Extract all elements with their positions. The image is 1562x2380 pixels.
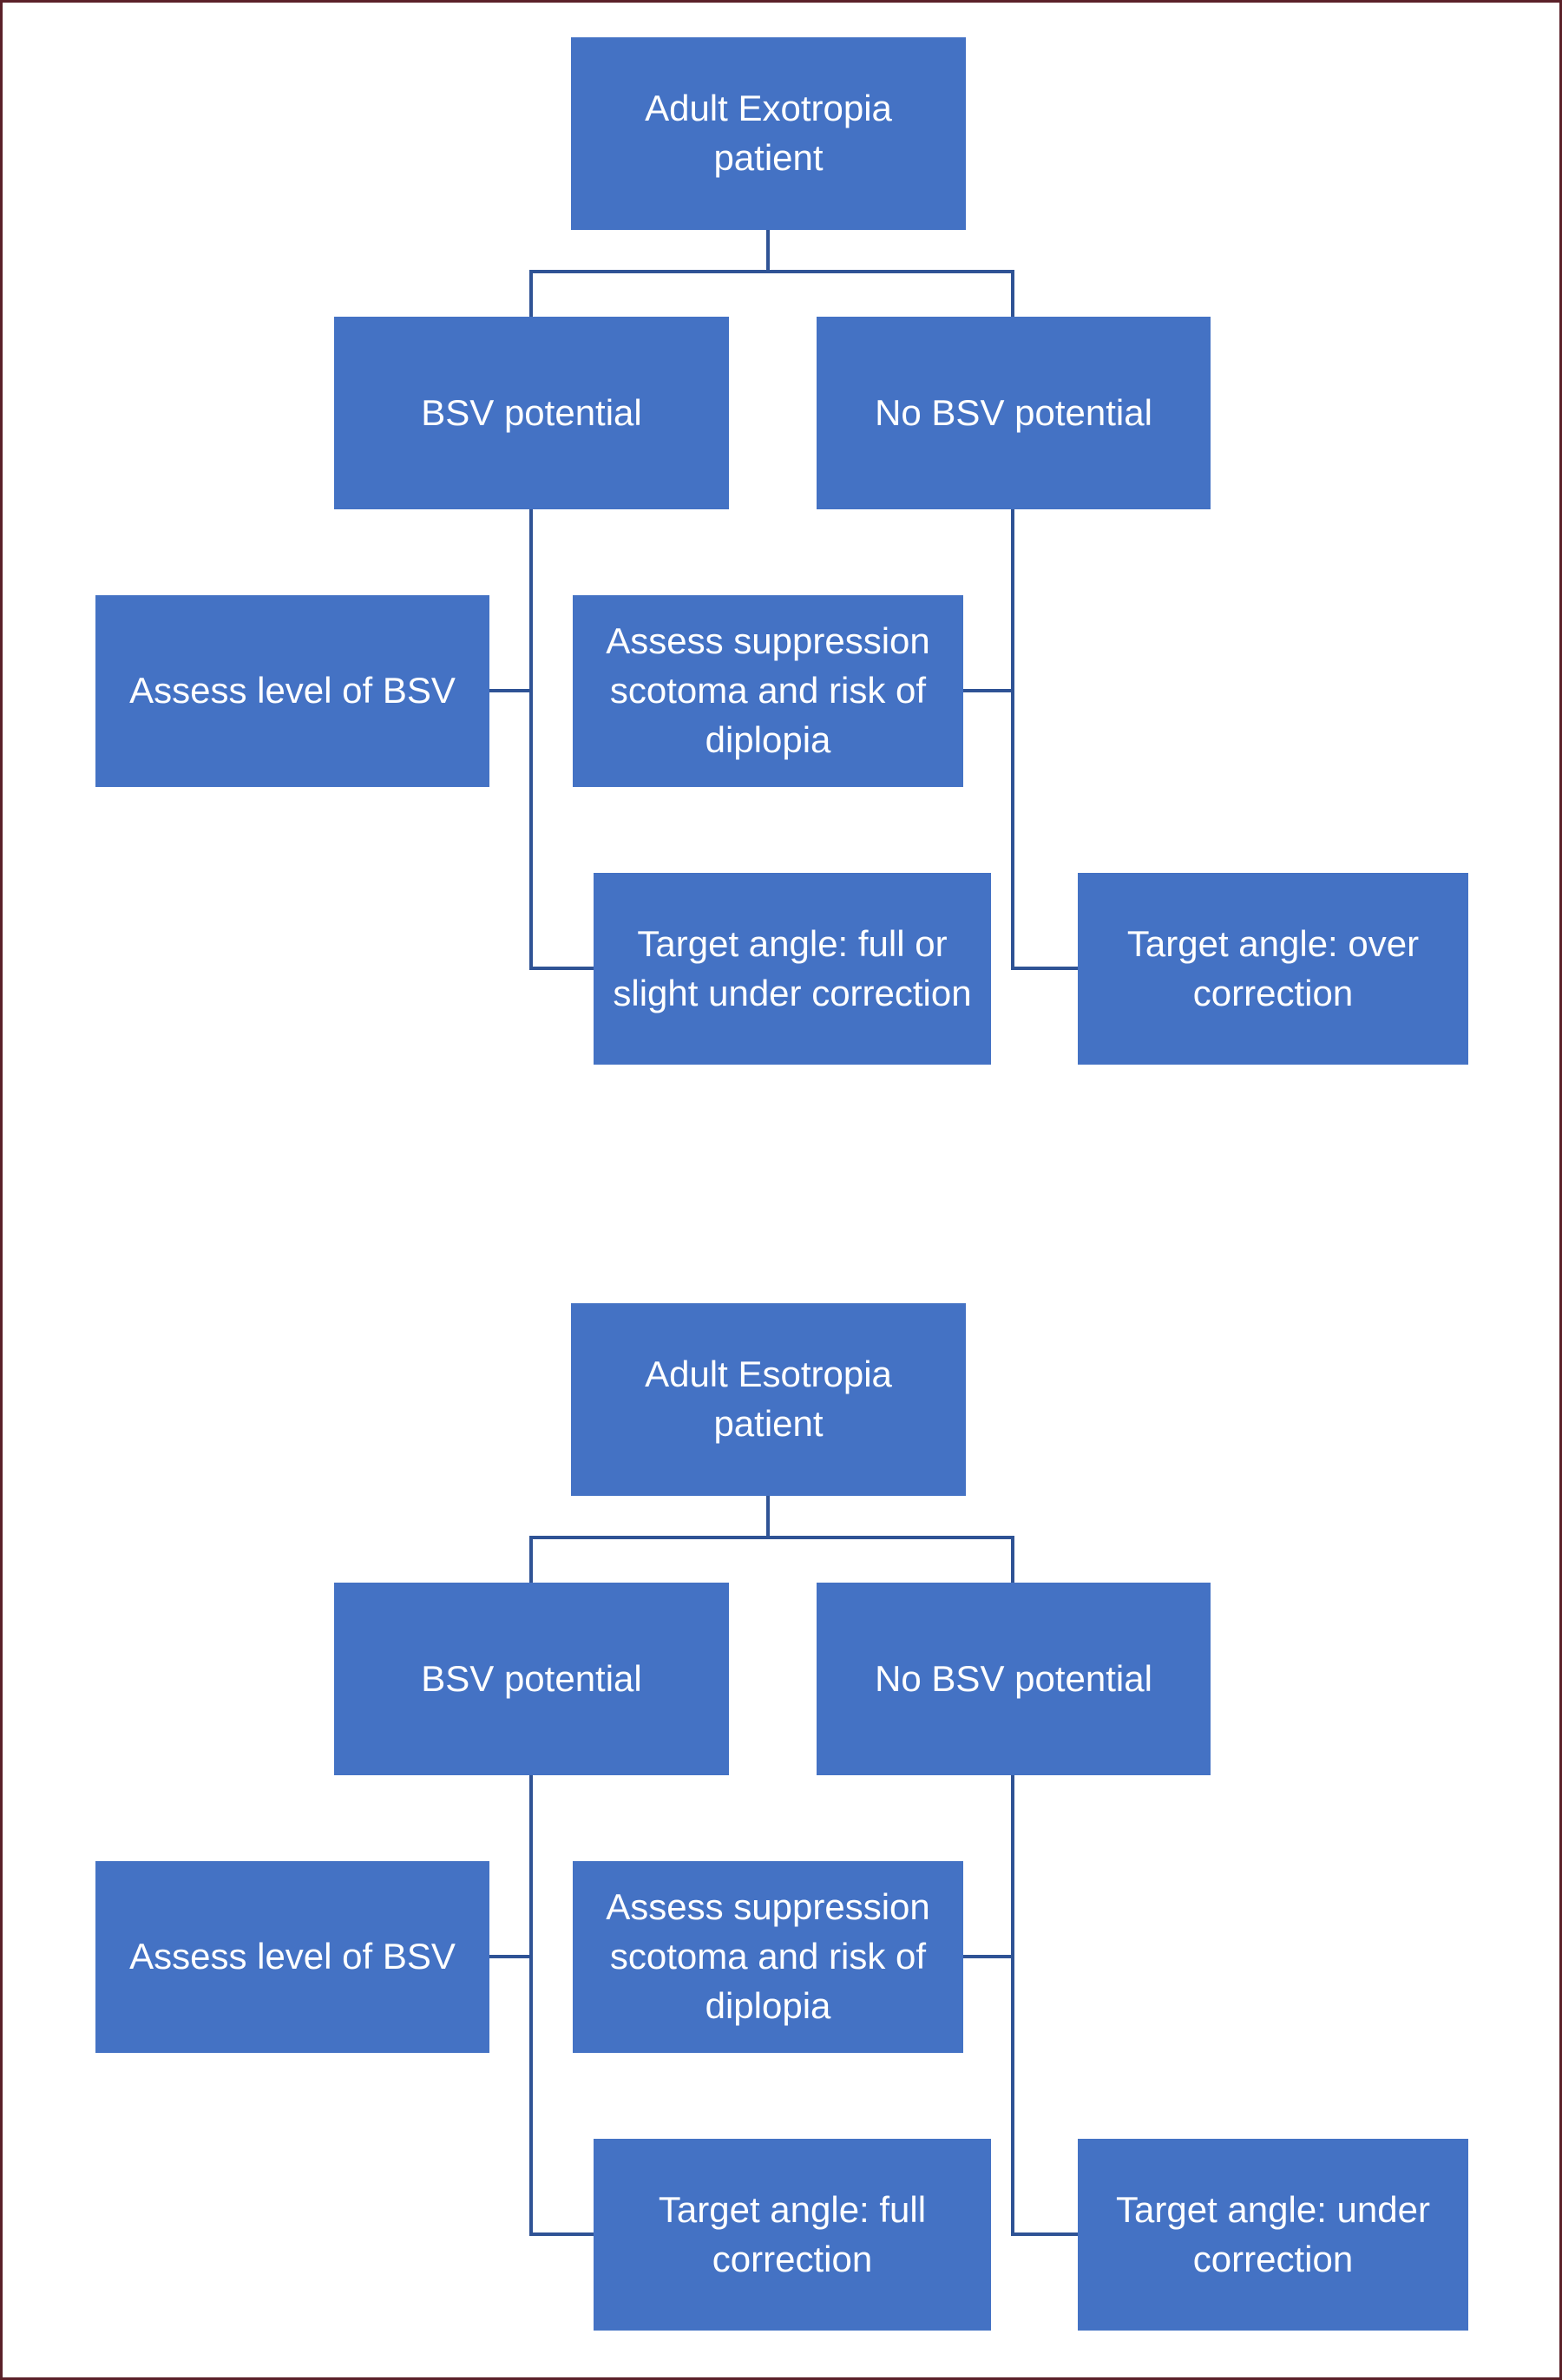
node-assess-level-bsv-label: Assess level of BSV [129, 670, 456, 711]
node-no-bsv-potential-label: No BSV potential [875, 1657, 1152, 1699]
node-target-angle-left-label: Target angle: full or slight under corre… [613, 922, 972, 1013]
connector-branch-bar [529, 1536, 1014, 1539]
node-assess-suppression-label: Assess suppression scotoma and risk of d… [606, 1886, 930, 2026]
connector-assess-left-link [489, 1955, 529, 1958]
connector-branch-right-stub [1011, 1536, 1014, 1583]
connector-right-vline [1011, 1775, 1014, 2236]
connector-branch-left-stub [529, 1536, 533, 1583]
node-bsv-potential: BSV potential [334, 1583, 729, 1775]
connector-right-vline [1011, 509, 1014, 970]
connector-branch-right-stub [1011, 270, 1014, 317]
flowchart-adult-esotropia: Adult Esotropia patient BSV potential No… [0, 1303, 1562, 2380]
node-target-angle-right: Target angle: under correction [1078, 2139, 1468, 2331]
node-root-esotropia-label: Adult Esotropia patient [645, 1354, 892, 1444]
connector-assess-right-link [963, 689, 1011, 692]
flowchart-adult-exotropia: Adult Exotropia patient BSV potential No… [0, 37, 1562, 1151]
connector-assess-left-link [489, 689, 529, 692]
connector-left-vline [529, 509, 533, 970]
node-target-angle-right-label: Target angle: over correction [1126, 922, 1420, 1013]
node-target-angle-right: Target angle: over correction [1078, 873, 1468, 1065]
node-target-angle-left-label: Target angle: full correction [658, 2188, 927, 2279]
connector-right-elbow [1011, 967, 1078, 970]
connector-right-elbow [1011, 2232, 1078, 2236]
node-bsv-potential-label: BSV potential [421, 1657, 642, 1699]
node-bsv-potential: BSV potential [334, 317, 729, 509]
node-assess-suppression-label: Assess suppression scotoma and risk of d… [606, 620, 930, 760]
node-no-bsv-potential: No BSV potential [817, 317, 1211, 509]
connector-left-elbow [529, 2232, 594, 2236]
node-assess-suppression: Assess suppression scotoma and risk of d… [573, 1861, 963, 2053]
node-no-bsv-potential-label: No BSV potential [875, 391, 1152, 433]
connector-root-stub [766, 230, 770, 273]
connector-branch-bar [529, 270, 1014, 273]
node-root-exotropia-label: Adult Exotropia patient [645, 88, 892, 178]
connector-left-elbow [529, 967, 594, 970]
node-root-esotropia: Adult Esotropia patient [571, 1303, 966, 1496]
node-target-angle-right-label: Target angle: under correction [1116, 2188, 1430, 2279]
connector-root-stub [766, 1496, 770, 1539]
connector-branch-left-stub [529, 270, 533, 317]
node-assess-suppression: Assess suppression scotoma and risk of d… [573, 595, 963, 787]
connector-assess-right-link [963, 1955, 1011, 1958]
node-root-exotropia: Adult Exotropia patient [571, 37, 966, 230]
node-assess-level-bsv: Assess level of BSV [95, 595, 489, 787]
node-target-angle-left: Target angle: full correction [594, 2139, 991, 2331]
node-assess-level-bsv: Assess level of BSV [95, 1861, 489, 2053]
connector-left-vline [529, 1775, 533, 2236]
node-bsv-potential-label: BSV potential [421, 391, 642, 433]
node-no-bsv-potential: No BSV potential [817, 1583, 1211, 1775]
node-assess-level-bsv-label: Assess level of BSV [129, 1936, 456, 1977]
node-target-angle-left: Target angle: full or slight under corre… [594, 873, 991, 1065]
